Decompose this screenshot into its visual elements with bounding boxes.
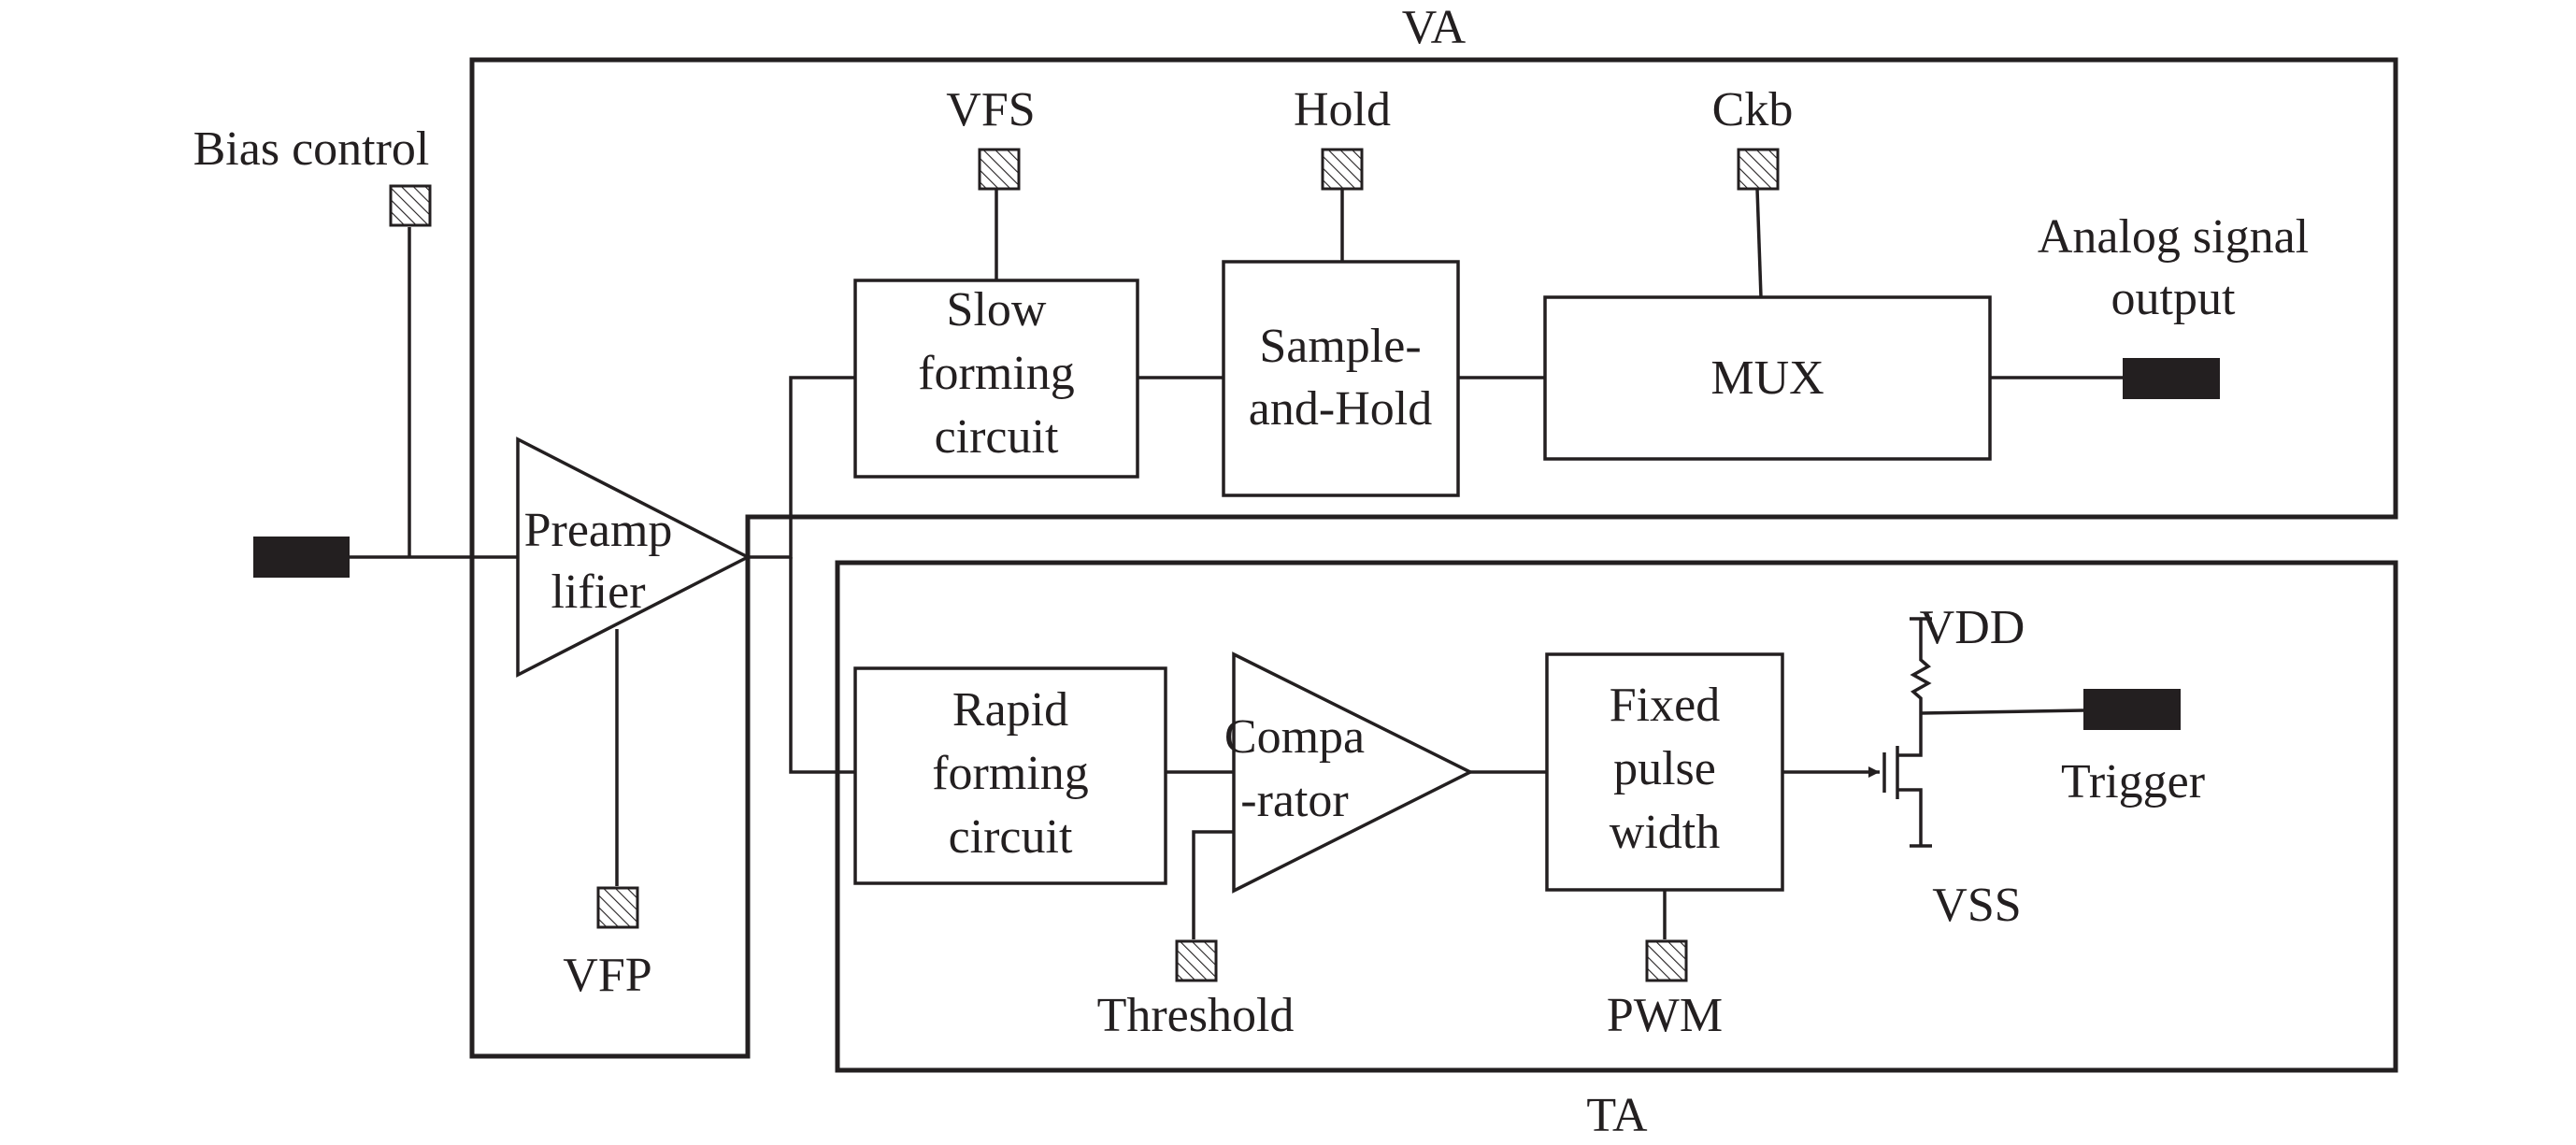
- comparator-triangle: [1232, 651, 1474, 894]
- fixed-pulse-label-line3: width: [1610, 806, 1720, 859]
- hold-label: Hold: [1294, 83, 1391, 136]
- ckb-wire: [1755, 188, 1763, 298]
- pwm-label: PWM: [1607, 989, 1723, 1042]
- ckb-label: Ckb: [1712, 83, 1794, 136]
- rapid-forming-label-line2: forming: [932, 747, 1089, 800]
- analog-output-port: [2123, 358, 2220, 399]
- trigger-output-port: [2083, 689, 2181, 730]
- ta-region-label: TA: [1586, 1089, 1648, 1142]
- mux-block: [1543, 295, 1992, 461]
- preamplifier-label-line1: Preamp: [524, 504, 673, 557]
- vfs-pad: [978, 148, 1021, 191]
- bias-control-pad: [389, 184, 432, 227]
- slow-forming-label-line3: circuit: [935, 410, 1059, 464]
- sample-and-hold-block: [1222, 260, 1460, 497]
- preamplifier-triangle: [516, 437, 751, 678]
- vfs-label: VFS: [946, 83, 1035, 136]
- mux-label: MUX: [1710, 351, 1824, 405]
- comparator-label-line2: -rator: [1240, 774, 1348, 827]
- comparator-label-line1: Compa: [1224, 710, 1365, 764]
- preamp-to-rapid-wire: [789, 557, 855, 774]
- vss-label: VSS: [1932, 879, 2021, 932]
- preamplifier-label-line2: lifier: [551, 565, 645, 619]
- vdd-label: VDD: [1920, 601, 2025, 654]
- vfp-label: VFP: [563, 949, 651, 1002]
- rapid-forming-label-line3: circuit: [949, 810, 1073, 864]
- trigger-label: Trigger: [2061, 755, 2205, 809]
- threshold-wire: [1192, 830, 1234, 939]
- rapid-forming-circuit-block: [853, 666, 1167, 885]
- preamp-output-wire: [748, 376, 855, 559]
- fixed-pulse-label-line1: Fixed: [1610, 679, 1720, 732]
- ckb-pad: [1737, 148, 1780, 191]
- sample-hold-label-line2: and-Hold: [1249, 382, 1432, 436]
- threshold-pad: [1175, 939, 1218, 982]
- rapid-forming-label-line1: Rapid: [952, 683, 1068, 737]
- slow-forming-label-line2: forming: [918, 347, 1075, 400]
- input-port: [253, 537, 350, 578]
- va-region-frame: [469, 57, 2398, 1059]
- fixed-pulse-label-line2: pulse: [1613, 742, 1716, 795]
- analog-output-label-line2: output: [2111, 272, 2236, 325]
- output-transistor-icon: [1782, 617, 2084, 848]
- slow-forming-label-line1: Slow: [947, 283, 1047, 336]
- pwm-pad: [1645, 939, 1688, 982]
- sample-hold-label-line1: Sample-: [1259, 320, 1421, 373]
- ta-region-frame: [835, 560, 2398, 1073]
- threshold-label: Threshold: [1097, 989, 1295, 1042]
- analog-output-label-line1: Analog signal: [2038, 210, 2309, 264]
- hold-pad: [1321, 148, 1364, 191]
- vfp-pad: [596, 886, 639, 929]
- bias-control-label: Bias control: [193, 122, 430, 176]
- va-region-label: VA: [1402, 1, 1467, 54]
- slow-forming-circuit-block: [853, 279, 1139, 479]
